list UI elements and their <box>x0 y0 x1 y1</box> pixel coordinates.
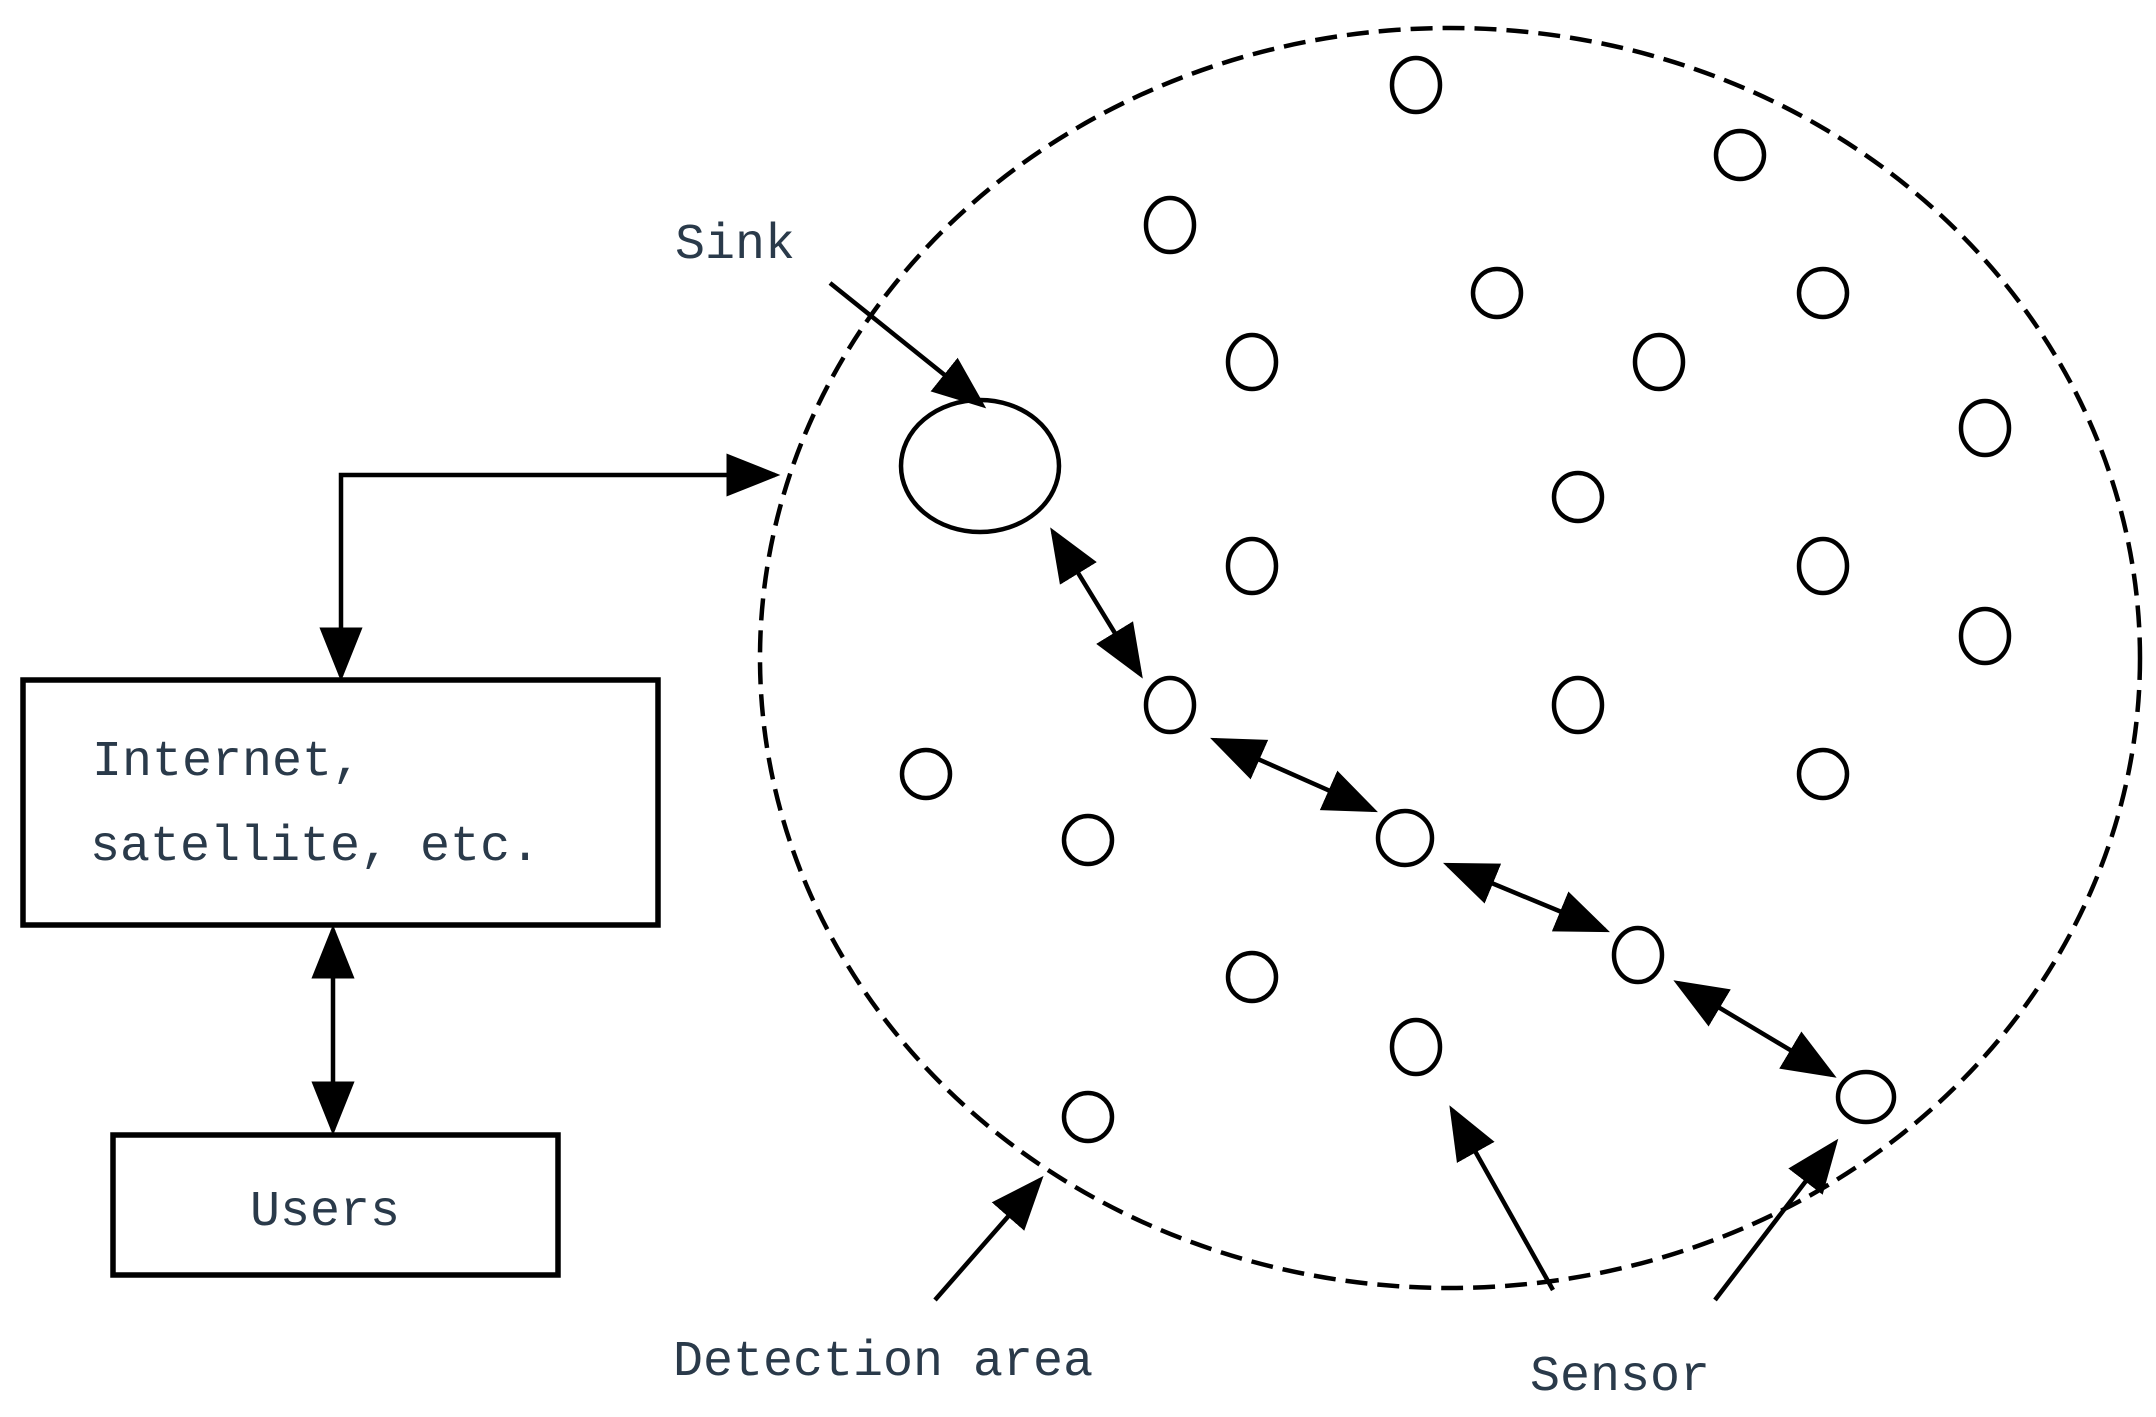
hop-arrow <box>1050 527 1143 679</box>
sensor-node <box>1632 332 1686 392</box>
multihop-path <box>1050 527 1837 1078</box>
users-box <box>110 1132 561 1278</box>
internet-label-line1: Internet, <box>92 734 362 791</box>
sensor-node <box>1061 813 1115 867</box>
detection-area-label: Detection area <box>673 1334 1093 1391</box>
sensor-node <box>1389 1017 1443 1077</box>
internet-label-line2: satellite, etc. <box>90 819 540 876</box>
hop-arrow <box>1673 980 1837 1078</box>
sink-pointer-arrow <box>828 281 987 409</box>
users-label: Users <box>250 1184 400 1241</box>
sensor-node <box>1796 266 1850 320</box>
sensor-node <box>1796 536 1850 596</box>
sensor-node <box>1611 925 1665 985</box>
hop-arrow <box>1443 862 1610 933</box>
detection-area-boundary <box>757 25 2143 1291</box>
detection-area-pointer-arrow <box>933 1175 1044 1302</box>
sensor-nodes <box>899 55 2012 1144</box>
sensor-node <box>1470 266 1524 320</box>
sensor-node <box>1551 675 1605 735</box>
sensor-node <box>1551 470 1605 524</box>
sensor-pointer-arrow-1 <box>1449 1105 1555 1292</box>
sensor-node <box>1796 747 1850 801</box>
sensor-node <box>1225 950 1279 1004</box>
sensor-node <box>899 747 953 801</box>
sensor-node <box>1225 536 1279 596</box>
box-to-area-connector <box>319 453 781 682</box>
sink-label: Sink <box>675 217 795 274</box>
sensor-node <box>1061 1090 1115 1144</box>
sensor-node <box>1389 55 1443 115</box>
sensor-node <box>1225 332 1279 392</box>
sensor-node <box>1958 606 2012 666</box>
sensor-node <box>1375 808 1435 868</box>
hop-arrow <box>1210 737 1378 813</box>
sensor-node <box>1835 1069 1897 1125</box>
sensor-node <box>1958 398 2012 458</box>
sensor-node <box>1143 195 1197 255</box>
sink-node <box>898 397 1062 535</box>
internet-satellite-box <box>20 677 661 928</box>
sensor-node <box>1143 675 1197 735</box>
sensor-pointer-arrow-2 <box>1713 1138 1839 1302</box>
sensor-node <box>1713 128 1767 182</box>
sensor-label: Sensor <box>1530 1349 1710 1406</box>
